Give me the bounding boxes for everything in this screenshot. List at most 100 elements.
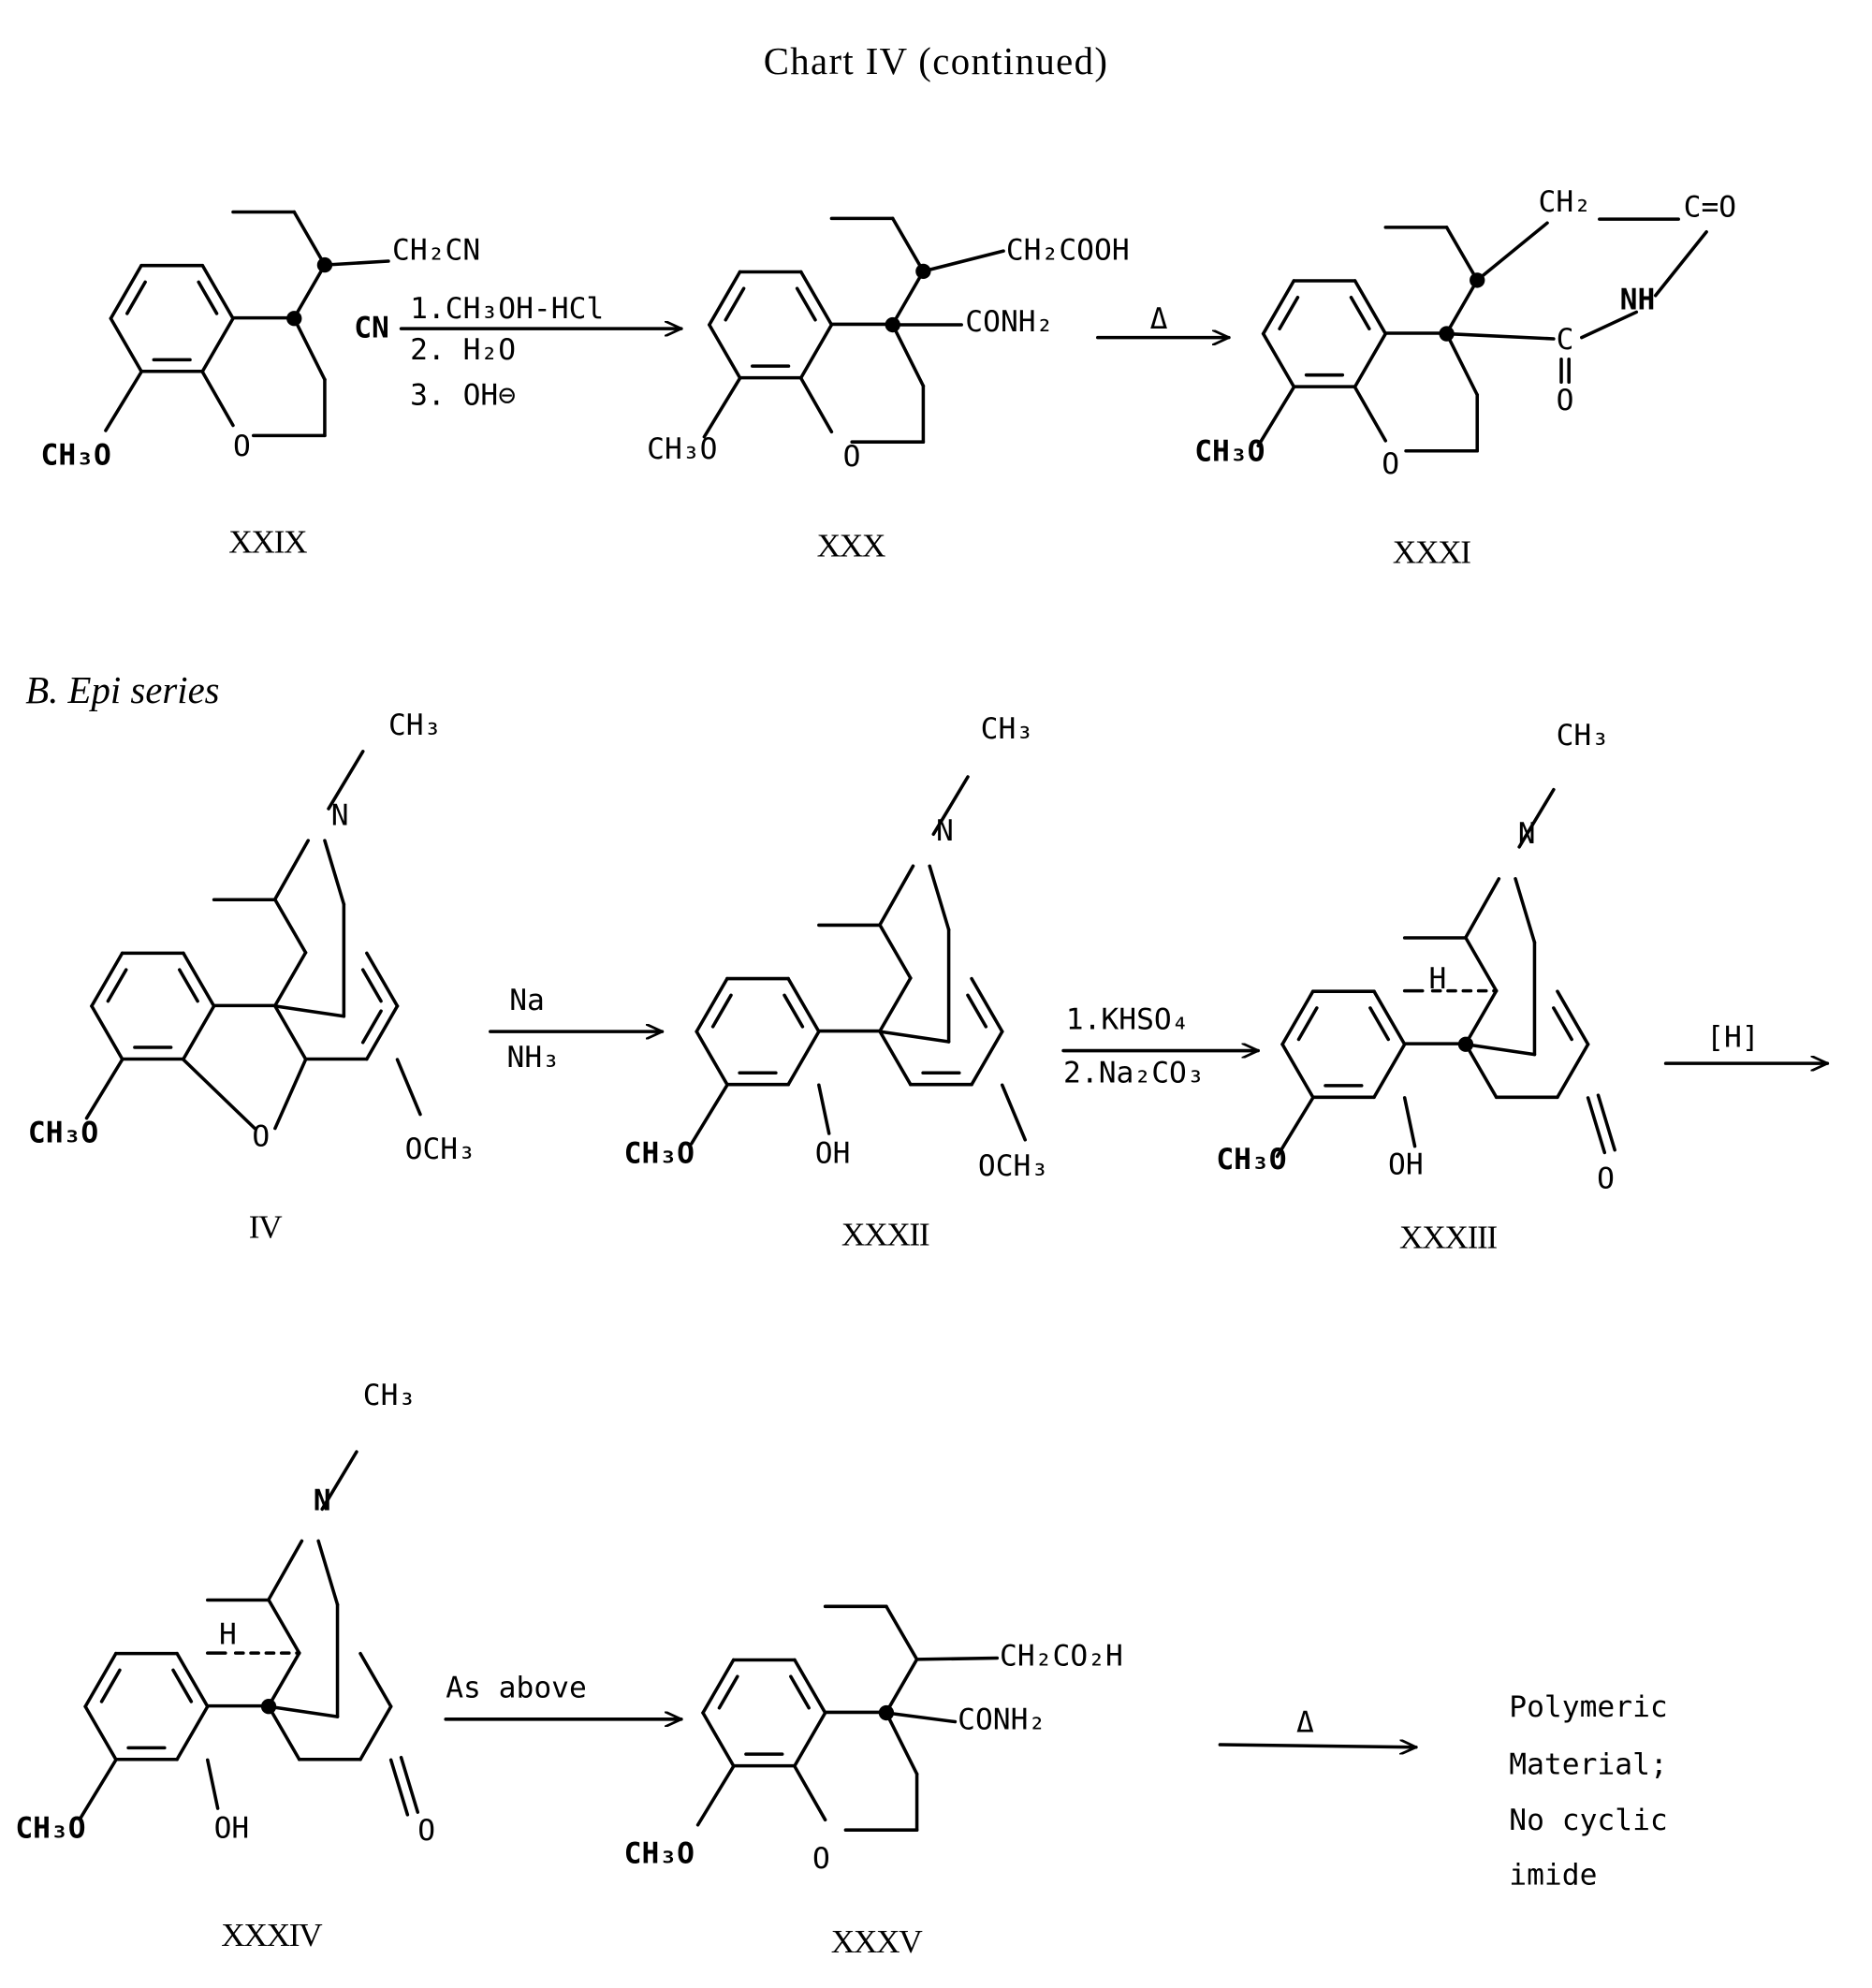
ring-bond: [1464, 988, 1499, 1045]
ring-bond: [970, 1030, 1004, 1087]
ring-bond: [1261, 279, 1296, 336]
ether-bond: [182, 1058, 256, 1131]
oxygen-label: O: [252, 1120, 270, 1154]
compound-label: XXXV: [831, 1922, 924, 1960]
bond-lines: [78, 210, 1830, 1832]
oxygen-label: O: [812, 1842, 830, 1876]
hydrogen-label: H: [1429, 962, 1447, 996]
methoxy-label: CH₃O: [624, 1837, 695, 1871]
ring-bond: [878, 923, 913, 980]
result-text: Polymeric: [1509, 1690, 1668, 1724]
result-text: imide: [1509, 1859, 1597, 1893]
ring-bond: [701, 1658, 736, 1715]
ring-bond: [799, 270, 834, 327]
ring-bond: [83, 1704, 118, 1761]
ring-bond: [267, 1704, 301, 1761]
methyl-bond: [931, 775, 970, 837]
ketone-oxygen-label: O: [1597, 1162, 1615, 1195]
compound-label: IV: [249, 1208, 283, 1246]
ring-bond: [1280, 1042, 1315, 1100]
heat-symbol: Δ: [1150, 302, 1168, 336]
methoxy-label: CH₃O: [647, 432, 717, 466]
double-bond: [178, 968, 199, 1003]
ring-bond: [878, 1030, 913, 1087]
ring-bond: [175, 1651, 210, 1708]
ring-bond: [970, 976, 1004, 1033]
ring-bond: [182, 951, 216, 1008]
hydroxyl-bond: [817, 1083, 831, 1135]
ring-bond: [273, 1004, 308, 1061]
ring-bond: [109, 263, 143, 321]
reaction-arrow: [1218, 1745, 1418, 1747]
ring-bond: [890, 270, 926, 327]
double-bond: [966, 993, 988, 1029]
bond: [885, 1711, 958, 1724]
ring-bond: [1444, 226, 1479, 283]
methyl-label: CH₃: [363, 1379, 417, 1412]
reagent-text: Na: [509, 984, 545, 1017]
ring-bond: [1444, 278, 1479, 335]
imide-nh-label: NH: [1620, 284, 1656, 317]
oxygen-label: O: [233, 430, 251, 463]
double-bond: [125, 280, 147, 315]
ring-bond: [786, 976, 821, 1033]
ring-bond: [365, 1004, 400, 1061]
hydrogen-label: H: [219, 1618, 237, 1652]
ring-bond: [878, 976, 913, 1033]
double-bond: [1368, 1006, 1391, 1042]
bridge-bond: [273, 1004, 346, 1018]
ring-bond: [1556, 989, 1590, 1046]
double-bond: [171, 1668, 194, 1703]
bond: [1475, 221, 1549, 283]
bond: [921, 249, 1005, 273]
substituent-label: CH₂CO₂H: [1000, 1640, 1123, 1674]
oxygen-label: O: [1382, 447, 1399, 481]
ether-bond: [200, 370, 235, 428]
methoxy-label: CH₃O: [1194, 435, 1265, 469]
bond: [323, 259, 390, 267]
ring-bond: [885, 1658, 919, 1715]
ether-bond: [799, 376, 834, 434]
hydroxyl-bond: [206, 1758, 220, 1810]
methoxy-bond: [1000, 1083, 1028, 1142]
hydroxyl-label: OH: [1388, 1148, 1424, 1182]
methoxy-bond: [1275, 1096, 1315, 1159]
carbonyl-bond: [1586, 1096, 1607, 1155]
double-bond: [1278, 295, 1300, 331]
bond: [1653, 229, 1708, 298]
hydroxyl-label: OH: [214, 1811, 250, 1845]
ring-bond: [793, 1711, 827, 1768]
methyl-label: CH₃: [981, 712, 1034, 746]
nitrogen-bond: [316, 1539, 340, 1607]
methyl-bond: [1517, 787, 1556, 849]
ring-bond: [799, 323, 834, 380]
ring-bond: [182, 1004, 216, 1061]
substituent-label: CH₂: [1539, 185, 1591, 219]
nitrogen-bond: [1514, 877, 1537, 944]
substituent-label: CN: [354, 312, 389, 345]
compound-label: XXX: [817, 527, 885, 564]
bond: [1444, 331, 1556, 341]
methoxy-bond: [104, 370, 143, 432]
substituent-label: CH₂CN: [392, 234, 480, 268]
methyl-label: CH₃: [388, 709, 442, 742]
ring-bond: [1280, 989, 1315, 1046]
ring-bond: [793, 1658, 827, 1715]
carbonyl-bond: [1596, 1093, 1616, 1152]
ether-bond: [273, 1058, 308, 1131]
methoxy-label: CH₃O: [624, 1136, 695, 1170]
ring-bond: [1556, 1042, 1590, 1100]
methyl-bond: [327, 750, 365, 811]
double-bond: [99, 1668, 122, 1703]
reagent-text: As above: [446, 1672, 587, 1705]
methoxy-bond: [395, 1058, 422, 1117]
double-bond: [724, 286, 746, 322]
methyl-label: CH₃: [1557, 719, 1609, 753]
bond: [1580, 310, 1639, 340]
methoxy-bond: [78, 1758, 118, 1820]
ring-bond: [890, 323, 926, 388]
double-bond: [782, 993, 805, 1029]
section-heading: B. Epi series: [25, 669, 219, 711]
ring-bond: [890, 216, 926, 273]
